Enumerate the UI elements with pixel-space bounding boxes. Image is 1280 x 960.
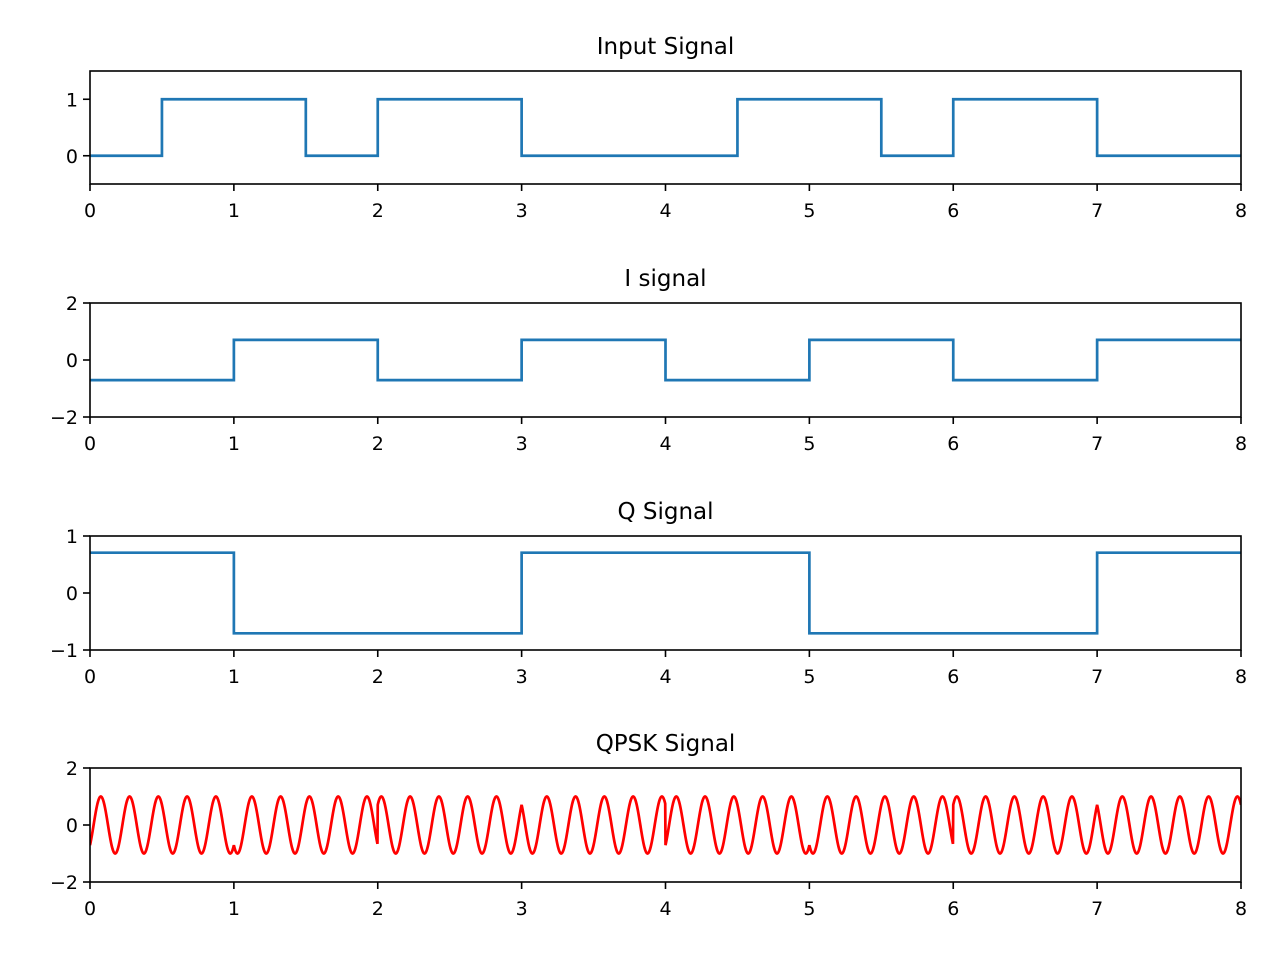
x-tick-label: 6 [947, 666, 959, 688]
y-tick-label: −2 [50, 407, 78, 429]
axes-frame [89, 70, 1242, 185]
x-tick-label: 2 [372, 200, 384, 222]
x-tick-label: 1 [228, 200, 240, 222]
x-tick-label: 8 [1235, 200, 1247, 222]
x-tick-label: 4 [659, 898, 671, 920]
x-tick-label: 0 [84, 666, 96, 688]
subplot-1: Input Signal 0 1 2 3 4 5 6 7 8 0 1 [66, 34, 1247, 222]
x-tick-label: 3 [516, 666, 528, 688]
x-tick-label: 8 [1235, 898, 1247, 920]
x-tick-label: 0 [84, 433, 96, 455]
subplot-3: Q Signal 0 1 2 3 4 5 6 7 8 −1 0 1 [50, 499, 1247, 688]
y-tick-label: 0 [66, 583, 78, 605]
y-tick-label: 0 [66, 146, 78, 168]
x-tick-label: 5 [803, 200, 815, 222]
y-tick-label: 0 [66, 815, 78, 837]
x-tick-label: 5 [803, 666, 815, 688]
x-tick-label: 6 [947, 200, 959, 222]
x-tick-label: 8 [1235, 666, 1247, 688]
x-tick-label: 2 [372, 433, 384, 455]
subplot-4: QPSK Signal 0 1 2 3 4 5 6 7 8 −2 0 2 [50, 731, 1247, 920]
x-tick-label: 4 [659, 200, 671, 222]
x-tick-label: 5 [803, 898, 815, 920]
x-tick-label: 6 [947, 433, 959, 455]
x-tick-label: 4 [659, 666, 671, 688]
x-tick-label: 7 [1091, 898, 1103, 920]
x-tick-label: 4 [659, 433, 671, 455]
x-tick-label: 3 [516, 433, 528, 455]
y-tick-label: 0 [66, 350, 78, 372]
x-tick-label: 7 [1091, 666, 1103, 688]
x-tick-label: 2 [372, 898, 384, 920]
x-tick-label: 8 [1235, 433, 1247, 455]
subplot-title: QPSK Signal [596, 731, 736, 757]
y-tick-label: −1 [50, 640, 78, 662]
x-tick-label: 2 [372, 666, 384, 688]
x-tick-label: 3 [516, 898, 528, 920]
x-tick-label: 1 [228, 898, 240, 920]
x-tick-label: 1 [228, 666, 240, 688]
x-tick-label: 3 [516, 200, 528, 222]
x-tick-label: 6 [947, 898, 959, 920]
y-tick-label: 1 [66, 89, 78, 111]
series-line [90, 551, 1241, 635]
subplot-title: Input Signal [597, 34, 735, 60]
y-tick-label: 2 [66, 758, 78, 780]
series-line [90, 338, 1241, 382]
subplot-2: I signal 0 1 2 3 4 5 6 7 8 −2 0 2 [50, 266, 1247, 455]
subplot-title: Q Signal [617, 499, 713, 525]
x-tick-label: 1 [228, 433, 240, 455]
series-line [90, 97, 1241, 158]
y-tick-label: 2 [66, 293, 78, 315]
y-tick-label: 1 [66, 526, 78, 548]
x-tick-label: 7 [1091, 200, 1103, 222]
x-tick-label: 0 [84, 200, 96, 222]
x-tick-label: 5 [803, 433, 815, 455]
y-tick-label: −2 [50, 872, 78, 894]
subplot-title: I signal [624, 266, 706, 292]
x-tick-label: 7 [1091, 433, 1103, 455]
series-line [90, 795, 1241, 855]
x-tick-label: 0 [84, 898, 96, 920]
